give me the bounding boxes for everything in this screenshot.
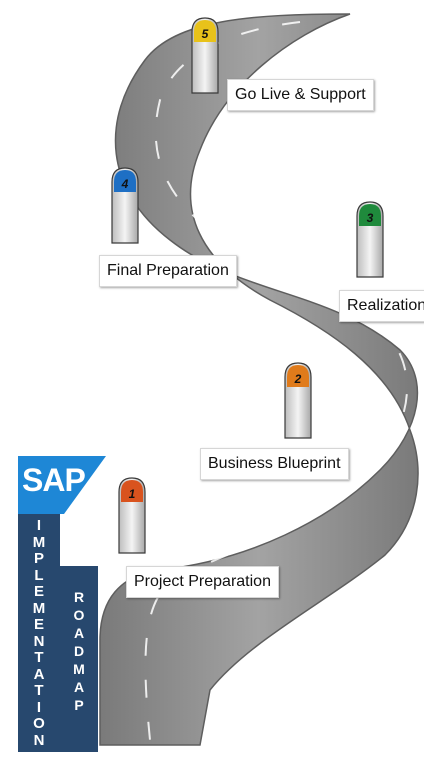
vertical-letter: I xyxy=(36,698,42,716)
implementation-banner xyxy=(18,514,60,752)
milestone-number-1: 1 xyxy=(129,487,136,501)
milestone-post-3: 3 xyxy=(356,201,384,278)
milestone-number-2: 2 xyxy=(294,372,302,386)
vertical-letter: T xyxy=(34,682,44,699)
milestone-cap-2 xyxy=(287,365,309,387)
milestone-cap-4 xyxy=(114,170,136,192)
label-go-live-support: Go Live & Support xyxy=(227,79,374,111)
vertical-letter: R xyxy=(73,589,85,605)
vertical-letter: E xyxy=(33,583,44,600)
milestone-number-5: 5 xyxy=(202,27,209,41)
vertical-letter: M xyxy=(32,599,46,617)
sap-registered-mark: ® xyxy=(88,494,95,504)
vertical-letter: A xyxy=(73,625,85,641)
sap-logo: SAP ® xyxy=(18,456,106,514)
milestone-post-5: 5 xyxy=(191,17,219,94)
vertical-letter: N xyxy=(33,632,45,650)
label-project-preparation: Project Preparation xyxy=(126,566,279,598)
label-final-preparation: Final Preparation xyxy=(99,255,237,287)
vertical-letter: D xyxy=(73,643,85,659)
label-realization: Realization xyxy=(339,290,424,322)
milestone-post-1: 1 xyxy=(118,477,146,554)
vertical-letter: A xyxy=(33,665,45,683)
vertical-letter: T xyxy=(34,649,44,666)
sap-logo-text: SAP xyxy=(22,462,86,498)
road xyxy=(99,13,419,746)
milestone-post-2: 2 xyxy=(284,362,312,439)
vertical-letter: O xyxy=(73,607,85,623)
vertical-letter: E xyxy=(33,616,44,633)
vertical-letter: A xyxy=(73,679,85,695)
vertical-letter: M xyxy=(73,661,85,677)
roadmap-banner xyxy=(60,566,98,752)
milestone-number-3: 3 xyxy=(367,211,374,225)
sap-logo-shape xyxy=(18,456,106,514)
vertical-letter: P xyxy=(33,550,44,567)
vertical-letter: N xyxy=(33,731,45,749)
vertical-letter: O xyxy=(33,715,45,732)
milestone-cap-3 xyxy=(359,204,381,226)
vertical-letter: M xyxy=(32,533,46,551)
milestone-post-4: 4 xyxy=(111,167,139,244)
milestone-number-4: 4 xyxy=(121,177,129,191)
vertical-letter: I xyxy=(36,517,42,534)
milestone-cap-1 xyxy=(121,480,143,502)
vertical-letter: L xyxy=(34,566,44,584)
milestone-cap-5 xyxy=(194,20,216,42)
vertical-letter: P xyxy=(74,697,84,713)
label-business-blueprint: Business Blueprint xyxy=(200,448,349,480)
